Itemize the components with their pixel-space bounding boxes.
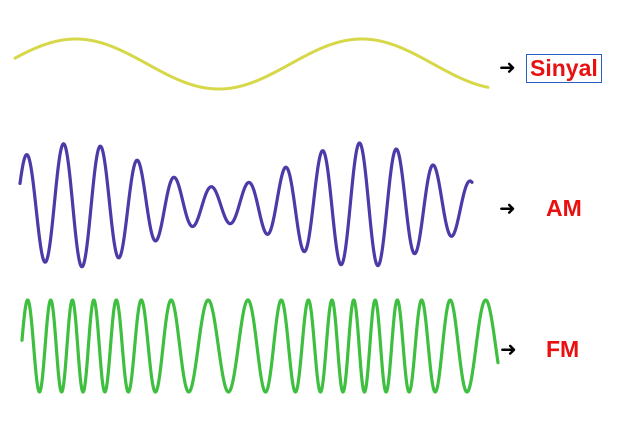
am-wave xyxy=(18,141,474,269)
fm-wave xyxy=(20,298,500,394)
signal-wave xyxy=(13,37,490,91)
am-label: AM xyxy=(546,195,582,221)
right-arrow-icon: ➜ xyxy=(499,55,516,79)
fm-label: FM xyxy=(546,336,580,362)
signal-label: Sinyal xyxy=(526,54,602,83)
right-arrow-icon: ➜ xyxy=(500,337,517,361)
right-arrow-icon: ➜ xyxy=(499,196,516,220)
